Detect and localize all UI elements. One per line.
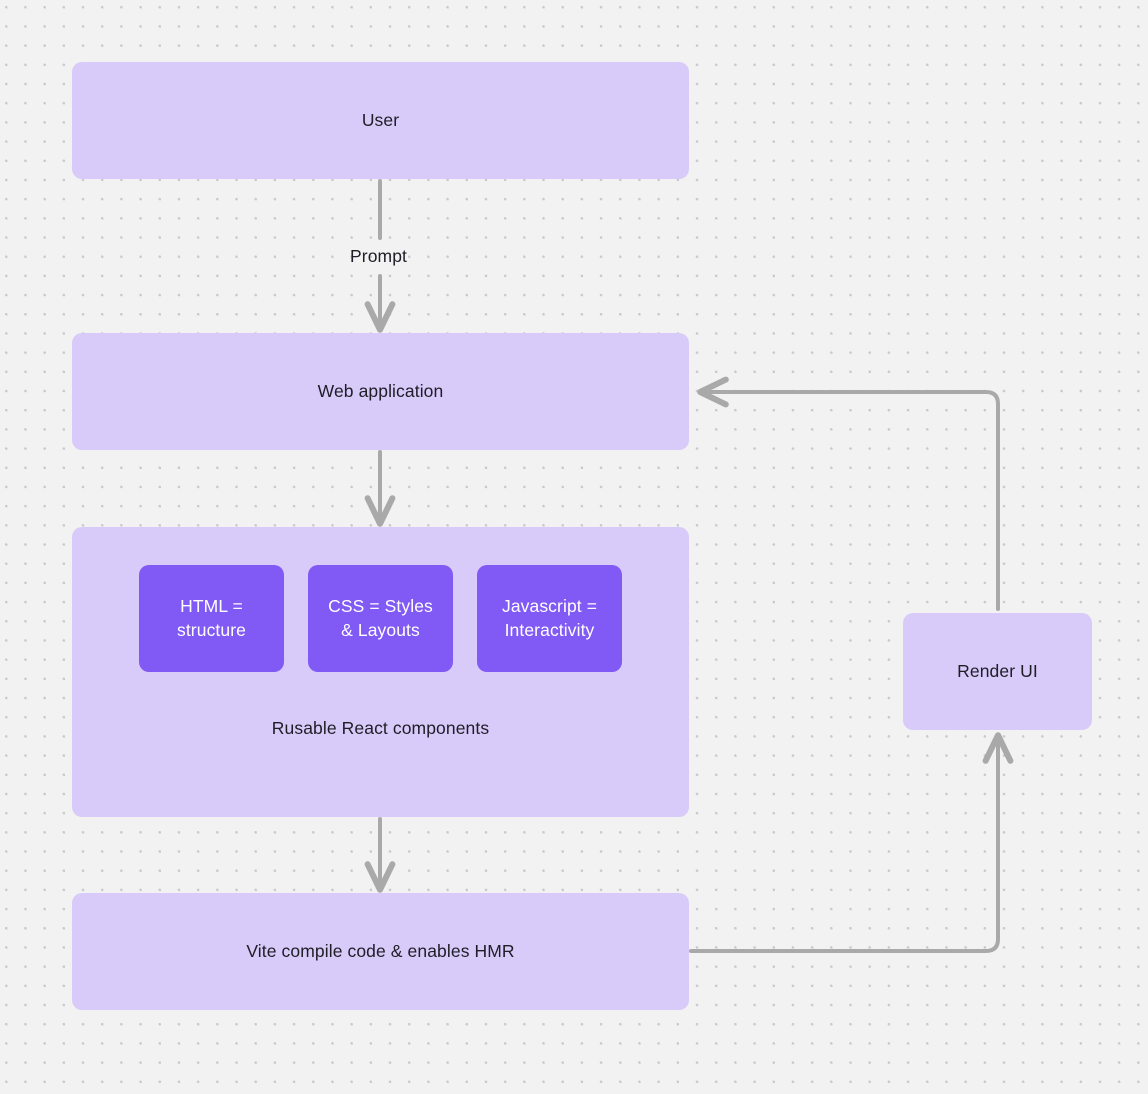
node-vite-label: Vite compile code & enables HMR: [246, 940, 515, 961]
chip-row: HTML =structure CSS = Styles& Layouts Ja…: [72, 565, 689, 672]
edge-vite-to-render: [689, 732, 1014, 953]
chip-html[interactable]: HTML =structure: [139, 565, 284, 672]
node-user-label: User: [361, 109, 400, 130]
node-web-application[interactable]: Web application: [72, 333, 689, 450]
node-web-application-label: Web application: [317, 380, 444, 401]
node-render-ui[interactable]: Render UI: [903, 613, 1092, 730]
node-component-group[interactable]: HTML =structure CSS = Styles& Layouts Ja…: [72, 527, 689, 817]
chip-javascript[interactable]: Javascript =Interactivity: [477, 565, 622, 672]
chip-html-label: HTML =structure: [177, 595, 246, 640]
chip-javascript-label: Javascript =Interactivity: [501, 595, 598, 640]
component-group-caption: Rusable React components: [271, 718, 490, 738]
chip-css[interactable]: CSS = Styles& Layouts: [308, 565, 453, 672]
chip-css-label: CSS = Styles& Layouts: [328, 595, 433, 640]
node-render-ui-label: Render UI: [957, 660, 1038, 681]
node-user[interactable]: User: [72, 62, 689, 179]
edge-label-prompt: Prompt: [350, 246, 408, 266]
node-vite[interactable]: Vite compile code & enables HMR: [72, 893, 689, 1010]
edge-render-to-webapp: [697, 376, 1000, 611]
